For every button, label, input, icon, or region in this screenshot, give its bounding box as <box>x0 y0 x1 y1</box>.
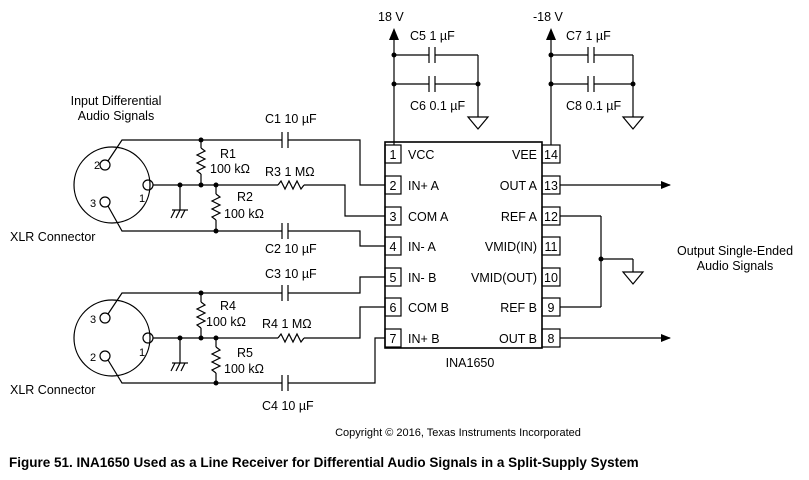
r3-label: R3 1 MΩ <box>265 165 315 179</box>
pin-8-label: OUT B <box>499 332 537 346</box>
pin-6-number: 6 <box>390 301 397 315</box>
r2-value: 100 kΩ <box>224 207 264 221</box>
pin-3-label: COM A <box>408 210 449 224</box>
negative-supply-label: -18 V <box>533 10 564 24</box>
xlr-top-label: XLR Connector <box>10 230 95 244</box>
c3-label: C3 10 µF <box>265 267 317 281</box>
channel-b-wiring <box>107 276 385 391</box>
r2-name: R2 <box>237 190 253 204</box>
r1-value: 100 kΩ <box>210 162 250 176</box>
copyright-notice: Copyright © 2016, Texas Instruments Inco… <box>335 427 581 439</box>
r5-value: 100 kΩ <box>224 362 264 376</box>
pin-1-label: VCC <box>408 148 434 162</box>
pin-9-label: REF B <box>500 301 537 315</box>
input-label-line2: Audio Signals <box>78 109 154 123</box>
pin-12-number: 12 <box>544 210 558 224</box>
output-label-line1: Output Single-Ended <box>677 244 793 258</box>
xlr-bottom-pin-1: 1 <box>139 347 145 359</box>
xlr-bottom-pin-3: 3 <box>90 314 96 326</box>
pin-13-label: OUT A <box>500 179 538 193</box>
pin-10-number: 10 <box>544 271 558 285</box>
channel-a-wiring <box>107 132 385 247</box>
pin-2-number: 2 <box>390 179 397 193</box>
pin-14-label: VEE <box>512 148 537 162</box>
negative-supply-network <box>546 28 645 145</box>
c4-label: C4 10 µF <box>262 399 314 413</box>
c7-label: C7 1 µF <box>566 29 611 43</box>
xlr-connector-bottom <box>73 299 154 377</box>
xlr-top-pin-1: 1 <box>139 193 145 205</box>
pin-11-number: 11 <box>545 240 558 254</box>
pin-5-number: 5 <box>390 271 397 285</box>
c2-label: C2 10 µF <box>265 242 317 256</box>
r4-1meg-label: R4 1 MΩ <box>262 317 312 331</box>
pin-2-label: IN+ A <box>408 179 440 193</box>
pin-11-label: VMID(IN) <box>485 240 537 254</box>
pin-9-number: 9 <box>548 301 555 315</box>
c5-label: C5 1 µF <box>410 29 455 43</box>
r1-name: R1 <box>220 147 236 161</box>
pin-5-label: IN- B <box>408 271 436 285</box>
pin-12-label: REF A <box>501 210 538 224</box>
pin-1-number: 1 <box>390 148 397 162</box>
xlr-top-pin-2: 2 <box>94 160 100 172</box>
pin-8-number: 8 <box>548 332 555 346</box>
positive-supply-label: 18 V <box>378 10 404 24</box>
pin-4-label: IN- A <box>408 240 436 254</box>
c1-label: C1 10 µF <box>265 112 317 126</box>
c6-label: C6 0.1 µF <box>410 99 466 113</box>
pin-7-number: 7 <box>390 332 397 346</box>
figure-caption: Figure 51. INA1650 Used as a Line Receiv… <box>9 455 639 470</box>
pin-3-number: 3 <box>390 210 397 224</box>
r4-value: 100 kΩ <box>206 315 246 329</box>
xlr-bottom-label: XLR Connector <box>10 383 95 397</box>
xlr-bottom-pin-2: 2 <box>90 352 96 364</box>
pin-7-label: IN+ B <box>408 332 440 346</box>
chip-name: INA1650 <box>446 356 495 370</box>
xlr-connector-top <box>73 146 154 224</box>
positive-supply-network <box>389 28 490 145</box>
r5-name: R5 <box>237 346 253 360</box>
output-label-line2: Audio Signals <box>697 259 773 273</box>
input-label-line1: Input Differential <box>71 94 162 108</box>
xlr-top-pin-3: 3 <box>90 198 96 210</box>
pin-4-number: 4 <box>390 240 397 254</box>
pin-14-number: 14 <box>544 148 558 162</box>
pin-10-label: VMID(OUT) <box>471 271 537 285</box>
c8-label: C8 0.1 µF <box>566 99 622 113</box>
output-network <box>560 181 671 342</box>
pin-6-label: COM B <box>408 301 449 315</box>
pin-13-number: 13 <box>544 179 558 193</box>
r4-name: R4 <box>220 299 236 313</box>
